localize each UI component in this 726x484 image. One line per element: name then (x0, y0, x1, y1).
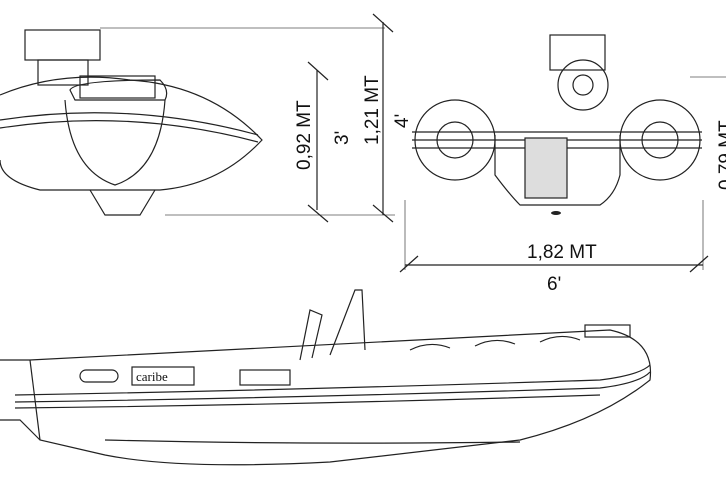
rear-view (404, 34, 726, 270)
total-height-imperial: 4' (392, 114, 413, 128)
front-height-imperial: 3' (332, 131, 353, 145)
beam-metric: 1,82 MT (527, 242, 597, 263)
side-view (0, 289, 652, 466)
total-height-metric: 1,21 MT (362, 75, 383, 145)
brand-label: caribe (136, 369, 168, 384)
front-view (0, 27, 395, 216)
beam-imperial: 6' (547, 274, 561, 295)
front-height-metric: 0,92 MT (294, 100, 315, 170)
rear-height-metric: 0,79 MT (716, 120, 726, 190)
logo-badge (79, 369, 119, 383)
beam-dimension-line (399, 255, 709, 273)
front-dimension-lines (307, 13, 394, 223)
